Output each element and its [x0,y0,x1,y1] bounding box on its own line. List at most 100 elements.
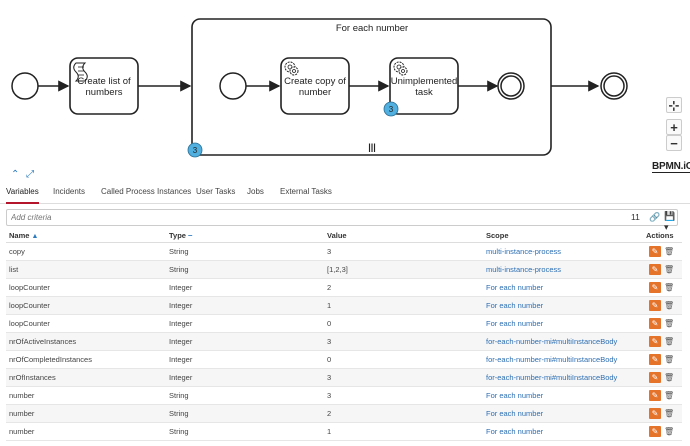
cell-value: 3 [324,368,483,387]
sort-none-icon[interactable]: – [188,230,193,240]
end-event[interactable] [600,72,628,100]
cell-scope-link[interactable]: multi-instance-process [483,242,643,261]
edit-icon[interactable]: ✎ [649,300,661,311]
bpmn-diagram-canvas[interactable]: Create list of numbers For each number |… [0,0,690,180]
trash-icon[interactable]: 🗑 [664,247,675,256]
subprocess-end-event[interactable] [497,72,525,100]
edit-icon[interactable]: ✎ [649,336,661,347]
save-dropdown-icon[interactable]: 💾▾ [664,211,676,232]
zoom-reset-button[interactable]: ⊹ [666,97,682,113]
cell-actions: ✎🗑 [643,350,682,369]
tab-variables[interactable]: Variables [6,181,39,204]
link-icon[interactable]: 🔗 [649,212,661,222]
cell-actions: ✎🗑 [643,242,682,261]
filter-bar: 11 🔗 💾▾ [6,209,678,232]
trash-icon[interactable]: 🗑 [664,319,675,328]
tab-incidents[interactable]: Incidents [53,187,86,196]
detail-tabs: Variables Incidents Called Process Insta… [0,181,690,204]
task-create-copy-label-2: number [299,87,331,98]
subprocess-for-each-number[interactable]: For each number ||| [191,18,552,156]
cell-scope-link[interactable]: for-each-number-mi#multiInstanceBody [483,368,643,387]
tab-jobs[interactable]: Jobs [247,187,264,196]
task-unimplemented[interactable]: Unimplemented task [389,57,459,115]
cell-value: 0 [324,314,483,333]
subprocess-label: For each number [336,23,408,34]
cell-name: loopCounter [6,278,166,297]
cell-type: Integer [166,350,324,369]
chevron-up-icon[interactable]: ⌃ [11,169,20,180]
cell-value: 2 [324,278,483,297]
tab-external-tasks[interactable]: External Tasks [280,187,332,196]
instance-count-badge-task[interactable]: 3 [383,101,399,117]
task-create-copy-label-1: Create copy of [284,76,346,87]
sort-ascending-icon[interactable]: ▲ [31,232,39,240]
column-header-name[interactable]: Name ▲ [6,228,166,243]
trash-icon[interactable]: 🗑 [664,427,675,436]
badge-subprocess-count: 3 [193,146,198,155]
edit-icon[interactable]: ✎ [649,264,661,275]
zoom-in-button[interactable]: + [666,119,682,135]
subprocess-start-event[interactable] [219,72,247,100]
edit-icon[interactable]: ✎ [649,354,661,365]
tab-user-tasks[interactable]: User Tasks [196,187,236,196]
cell-actions: ✎🗑 [643,278,682,297]
cell-actions: ✎🗑 [643,404,682,423]
cell-type: Integer [166,296,324,315]
column-header-value[interactable]: Value [324,228,483,243]
cell-actions: ✎🗑 [643,368,682,387]
trash-icon[interactable]: 🗑 [664,283,675,292]
start-event[interactable] [11,72,39,100]
edit-icon[interactable]: ✎ [649,282,661,293]
edit-icon[interactable]: ✎ [649,372,661,383]
trash-icon[interactable]: 🗑 [664,409,675,418]
cell-scope-link[interactable]: multi-instance-process [483,260,643,279]
cell-name: list [6,260,166,279]
column-header-actions: Actions [643,228,682,243]
trash-icon[interactable]: 🗑 [664,355,675,364]
column-header-scope[interactable]: Scope [483,228,643,243]
edit-icon[interactable]: ✎ [649,426,661,437]
edit-icon[interactable]: ✎ [649,246,661,257]
cell-scope-link[interactable]: For each number [483,278,643,297]
cell-actions: ✎🗑 [643,314,682,333]
badge-task-count: 3 [389,105,394,114]
cell-scope-link[interactable]: For each number [483,422,643,441]
panel-collapse-controls[interactable]: ⌃ ⤢ [11,169,34,180]
instance-count-badge-subprocess[interactable]: 3 [187,142,203,158]
trash-icon[interactable]: 🗑 [664,391,675,400]
cell-scope-link[interactable]: for-each-number-mi#multiInstanceBody [483,332,643,351]
edit-icon[interactable]: ✎ [649,408,661,419]
trash-icon[interactable]: 🗑 [664,265,675,274]
cell-scope-link[interactable]: For each number [483,386,643,405]
cell-type: Integer [166,368,324,387]
task-create-list[interactable]: Create list of numbers [69,57,139,115]
cell-scope-link[interactable]: For each number [483,314,643,333]
edit-icon[interactable]: ✎ [649,390,661,401]
bpmn-io-logo[interactable]: BPMN.iO [652,161,690,173]
cell-type: Integer [166,314,324,333]
cell-actions: ✎🗑 [643,260,682,279]
cell-name: number [6,404,166,423]
cell-scope-link[interactable]: For each number [483,296,643,315]
cell-value: 3 [324,332,483,351]
zoom-out-button[interactable]: − [666,135,682,151]
criteria-input[interactable] [11,211,591,224]
cell-name: loopCounter [6,296,166,315]
column-header-type[interactable]: Type – [166,228,324,243]
edit-icon[interactable]: ✎ [649,318,661,329]
tab-called-process-instances[interactable]: Called Process Instances [101,187,192,196]
trash-icon[interactable]: 🗑 [664,301,675,310]
cell-scope-link[interactable]: for-each-number-mi#multiInstanceBody [483,350,643,369]
trash-icon[interactable]: 🗑 [664,373,675,382]
cell-scope-link[interactable]: For each number [483,404,643,423]
task-create-copy[interactable]: Create copy of number [280,57,350,115]
cell-name: nrOfActiveInstances [6,332,166,351]
cell-value: 3 [324,242,483,261]
expand-icon[interactable]: ⤢ [26,169,35,180]
trash-icon[interactable]: 🗑 [664,337,675,346]
